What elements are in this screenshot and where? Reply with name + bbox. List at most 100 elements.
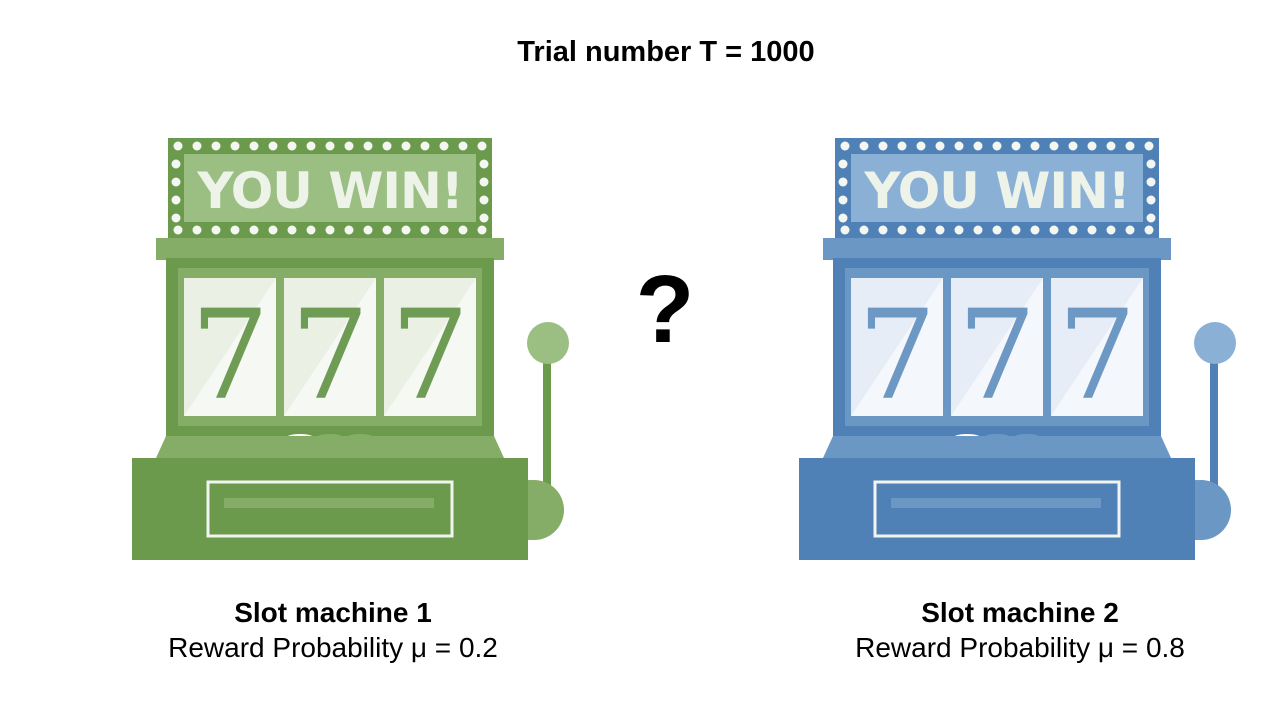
bulb-icon [1049,225,1059,235]
bulb-icon [325,141,335,151]
bulb-icon [479,159,489,169]
reel-2: 7 [951,278,1043,428]
bulb-icon [897,141,907,151]
machine-base [132,458,528,560]
bulb-icon [171,159,181,169]
base-top [823,436,1171,458]
base-top [156,436,504,458]
bulb-icon [230,141,240,151]
bulb-icon [1125,225,1135,235]
reel-digit: 7 [1058,284,1137,428]
bulb-icon [992,225,1002,235]
payout-slot [224,498,434,508]
bulb-icon [479,195,489,205]
machine-base [799,458,1195,560]
bulb-icon [1146,213,1156,223]
bulb-icon [1146,177,1156,187]
reel-2: 7 [284,278,376,428]
lever-stick [543,362,551,492]
bulb-icon [1068,141,1078,151]
bulb-icon [192,225,202,235]
bulb-icon [344,141,354,151]
reel-1: 7 [851,278,943,428]
bulb-icon [344,225,354,235]
reel-shine [951,278,1043,416]
bulb-icon [954,225,964,235]
bulb-icon [230,225,240,235]
reel-shine [184,278,276,416]
bulb-icon [1144,225,1154,235]
reel-shine [1051,278,1143,416]
bulb-icon [1011,141,1021,151]
payout-tray [873,480,1121,538]
bulb-icon [1030,141,1040,151]
bulb-icon [992,141,1002,151]
machine-2-caption: Slot machine 2 Reward Probability μ = 0.… [810,596,1230,666]
bulb-icon [1146,195,1156,205]
reel-shine [851,278,943,416]
bulb-icon [249,141,259,151]
reel-digit: 7 [391,284,470,428]
bulb-icon [1087,225,1097,235]
sign-panel [184,154,476,222]
bulb-icon [171,177,181,187]
bulb-icon [916,225,926,235]
bulb-icon [458,225,468,235]
payout-slot [891,498,1101,508]
bulb-icon [173,225,183,235]
bulb-icon [859,141,869,151]
sign-ledge [156,238,504,260]
bulb-icon [268,225,278,235]
bulb-icon [439,225,449,235]
bulb-icon [1011,225,1021,235]
bulb-icon [306,141,316,151]
sign-text: YOU WIN! [196,162,462,220]
bulb-icon [1106,225,1116,235]
bulb-icon [171,195,181,205]
lever-knob-icon [527,322,569,364]
bulb-icon [401,141,411,151]
bulb-icon [1049,141,1059,151]
reel-1: 7 [184,278,276,428]
bulb-icon [973,225,983,235]
machine-2-probability: Reward Probability μ = 0.8 [855,632,1185,663]
bulb-icon [840,141,850,151]
machine-1-name: Slot machine 1 [234,597,432,628]
reel-digit: 7 [191,284,270,428]
bulb-icon [859,225,869,235]
reel-3: 7 [384,278,476,428]
sign-text: YOU WIN! [863,162,1129,220]
machine-1-caption: Slot machine 1 Reward Probability μ = 0.… [123,596,543,666]
sign-bulbs [171,141,489,235]
bulb-icon [439,141,449,151]
bulb-icon [363,141,373,151]
reel-digit: 7 [958,284,1037,428]
bulb-icon [171,213,181,223]
machine-2-name: Slot machine 2 [921,597,1119,628]
bulb-icon [1087,141,1097,151]
bulb-icon [458,141,468,151]
bulb-icon [838,177,848,187]
bulb-icon [287,141,297,151]
bulb-icon [249,225,259,235]
bulb-icon [211,225,221,235]
bulb-icon [897,225,907,235]
bulb-icon [306,225,316,235]
bulb-icon [325,225,335,235]
bulb-icon [382,225,392,235]
bulb-icon [287,225,297,235]
bulb-icon [1125,141,1135,151]
bulb-icon [838,213,848,223]
bulb-icon [838,159,848,169]
bulb-icon [477,225,487,235]
bulb-icon [1146,159,1156,169]
reel-shine [284,278,376,416]
trial-number-title: Trial number T = 1000 [517,36,815,68]
bulb-icon [954,141,964,151]
sign-bulbs [838,141,1156,235]
bulb-icon [420,225,430,235]
bulb-icon [173,141,183,151]
bulb-icon [420,141,430,151]
bulb-icon [211,141,221,151]
